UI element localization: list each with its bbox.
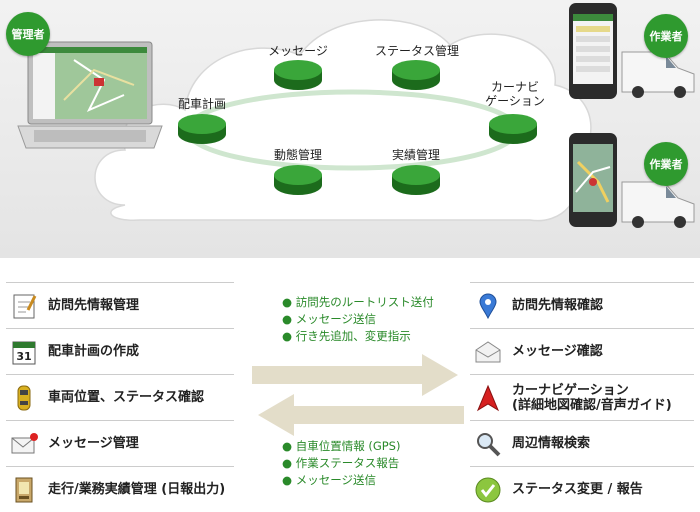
list-item-label: ステータス変更 / 報告 xyxy=(512,482,643,497)
bullet-item: ● メッセージ送信 xyxy=(282,473,376,487)
list-item-label-line1: カーナビゲーション xyxy=(512,382,629,398)
van-top-icon xyxy=(621,51,695,98)
list-item: ステータス変更 / 報告 xyxy=(470,466,694,512)
smartphone-bottom-icon xyxy=(569,133,617,227)
message-disc-icon xyxy=(274,60,322,90)
node-label-navi-line1: カーナビ xyxy=(490,80,539,94)
worker-badge-bottom: 作業者 xyxy=(644,142,688,186)
list-item: 車両位置、ステータス確認 xyxy=(6,374,234,420)
report-icon xyxy=(15,477,33,502)
list-item-label: 訪問先情報管理 xyxy=(48,298,140,313)
status-disc-icon xyxy=(392,60,440,90)
list-item-label: メッセージ管理 xyxy=(48,436,139,451)
list-item-label: 配車計画の作成 xyxy=(48,344,140,359)
node-label-results: 実績管理 xyxy=(391,148,440,162)
list-item: メッセージ管理 xyxy=(6,420,234,466)
envelope-icon xyxy=(11,432,38,453)
node-label-navi: カーナビ ゲーション xyxy=(480,80,550,108)
list-item-label: 車両位置、ステータス確認 xyxy=(48,390,205,405)
calendar-icon: 31 xyxy=(12,341,36,364)
to-admin-bullets: ● 自車位置情報 (GPS) ● 作業ステータス報告 ● メッセージ送信 xyxy=(282,438,400,489)
list-item: メッセージ確認 xyxy=(470,328,694,374)
car-icon xyxy=(17,385,31,410)
van-bottom-icon xyxy=(621,181,695,228)
list-item: 走行/業務実績管理 (日報出力) xyxy=(6,466,234,512)
admin-function-list: 訪問先情報管理 31 配車計画の作成 車両位置、ステータス確認 メッセージ管理 … xyxy=(6,282,234,512)
list-item: 周辺情報検索 xyxy=(470,420,694,466)
laptop-icon xyxy=(17,41,163,149)
bullet-item: ● 自車位置情報 (GPS) xyxy=(282,439,401,453)
bullet-item: ● 行き先追加、変更指示 xyxy=(282,329,411,343)
nav-arrow-icon xyxy=(476,384,500,411)
dispatch-disc-icon xyxy=(178,114,226,144)
bullet-item: ● 作業ステータス報告 xyxy=(282,456,400,470)
node-label-tracking: 動態管理 xyxy=(273,148,322,162)
svg-text:31: 31 xyxy=(16,350,31,363)
worker-function-list: 訪問先情報確認 メッセージ確認 カーナビゲーション (詳細地図確認/音声ガイド)… xyxy=(470,282,694,512)
envelope-icon xyxy=(475,340,501,362)
list-item: 31 配車計画の作成 xyxy=(6,328,234,374)
node-label-dispatch: 配車計画 xyxy=(177,97,226,111)
navi-disc-icon xyxy=(489,114,537,144)
node-label-message: メッセージ xyxy=(268,44,328,58)
list-item-label: メッセージ確認 xyxy=(512,344,603,359)
list-item-label: 訪問先情報確認 xyxy=(512,298,604,313)
worker-badge-top: 作業者 xyxy=(644,14,688,58)
map-pin-icon xyxy=(479,293,497,319)
bullet-item: ● メッセージ送信 xyxy=(282,312,376,326)
list-item: 訪問先情報管理 xyxy=(6,282,234,328)
list-item: 訪問先情報確認 xyxy=(470,282,694,328)
list-item-label: 周辺情報検索 xyxy=(512,436,591,451)
arrow-right-icon xyxy=(252,354,458,396)
node-label-status: ステータス管理 xyxy=(374,44,459,58)
to-worker-bullets: ● 訪問先のルートリスト送付 ● メッセージ送信 ● 行き先追加、変更指示 xyxy=(282,294,434,345)
check-icon xyxy=(475,477,501,502)
tracking-disc-icon xyxy=(274,165,322,195)
node-label-navi-line2: ゲーション xyxy=(485,94,545,108)
smartphone-top-icon xyxy=(569,3,617,99)
arrow-left-icon xyxy=(258,394,464,436)
magnifier-icon xyxy=(477,432,501,456)
bullet-item: ● 訪問先のルートリスト送付 xyxy=(282,295,434,309)
results-disc-icon xyxy=(392,165,440,195)
list-item: カーナビゲーション (詳細地図確認/音声ガイド) xyxy=(470,374,694,420)
list-item-label: カーナビゲーション (詳細地図確認/音声ガイド) xyxy=(512,383,672,413)
list-item-label-line2: (詳細地図確認/音声ガイド) xyxy=(512,397,672,413)
notepad-icon xyxy=(13,294,37,318)
admin-badge: 管理者 xyxy=(6,12,50,56)
list-item-label: 走行/業務実績管理 (日報出力) xyxy=(48,482,226,497)
